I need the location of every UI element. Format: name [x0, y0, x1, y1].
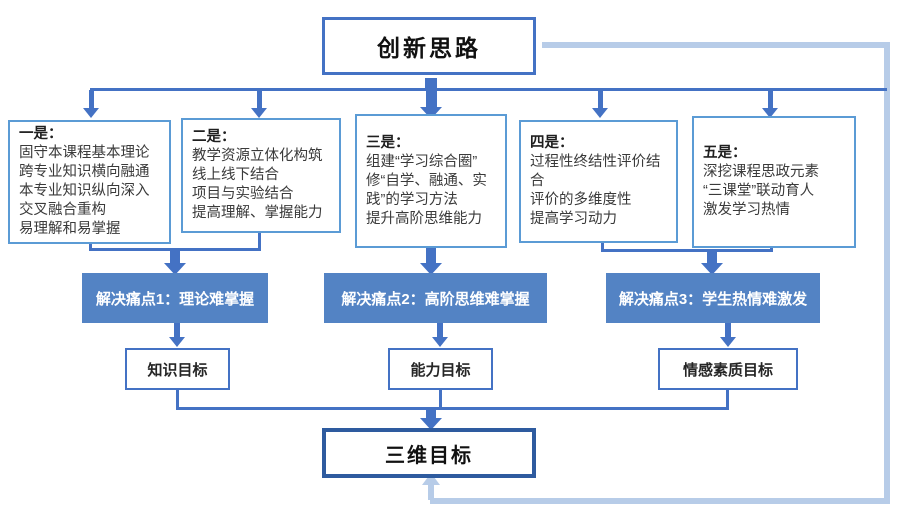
arrow-to-strategy-1 [89, 90, 94, 109]
final-goal-text: 三维目标 [385, 444, 473, 467]
strategy-5-line: 激发学习热情 [703, 202, 790, 218]
strategy-3-line: 修“自学、融通、实 [366, 172, 487, 189]
bracket-3-right-stub [726, 390, 729, 410]
feedback-loop-bottom-segment [430, 498, 890, 504]
strategy-2-line: 提高理解、掌握能力 [192, 205, 323, 221]
bracket-2-line [601, 249, 773, 252]
strategy-3-line: 提升高阶思维能力 [366, 210, 482, 227]
painpoint-3-text: 解决痛点3：学生热情难激发 [618, 290, 808, 308]
strategy-2-label: 二是： [192, 129, 236, 145]
strategy-1-line: 交叉融合重构 [19, 202, 106, 218]
strategy-4-line: 提高学习动力 [530, 211, 617, 227]
feedback-loop-up-stub [428, 485, 434, 500]
strategy-4-label: 四是： [530, 135, 574, 151]
bracket-2-right-stub [770, 248, 773, 252]
arrow-to-goal-2 [437, 323, 443, 338]
arrow-to-painpoint-2-head-icon [420, 263, 442, 275]
distributor-line [90, 88, 887, 91]
title-bottom-stub [425, 78, 437, 90]
arrow-to-goal-2-head-icon [432, 337, 448, 347]
painpoint-bar-3: 解决痛点3：学生热情难激发 [606, 273, 820, 323]
arrow-to-strategy-4-head-icon [592, 108, 608, 118]
arrow-to-final-head-icon [420, 418, 442, 430]
arrow-to-painpoint-2 [426, 248, 436, 265]
strategy-1-line: 易理解和易掌握 [19, 221, 121, 237]
strategy-4-line: 过程性终结性评价结合 [530, 154, 661, 189]
arrow-to-strategy-2 [257, 90, 262, 109]
strategy-box-1: 一是： 固守本课程基本理论 跨专业知识横向融通 本专业知识纵向深入 交叉融合重构… [8, 120, 171, 244]
arrow-to-strategy-3 [426, 88, 437, 108]
strategy-1-line: 跨专业知识横向融通 [19, 164, 150, 180]
painpoint-1-text: 解决痛点1：理论难掌握 [95, 290, 255, 308]
painpoint-bar-2: 解决痛点2：高阶思维难掌握 [324, 273, 547, 323]
bracket-3-mid-stub [439, 390, 442, 410]
arrow-to-strategy-5 [768, 90, 773, 109]
bracket-1-left-stub [89, 244, 92, 250]
bracket-1-line [89, 248, 261, 251]
arrow-to-final [426, 408, 436, 420]
bracket-3-left-stub [176, 390, 179, 410]
bracket-3-line [176, 407, 729, 410]
strategy-5-label: 五是： [703, 145, 747, 161]
painpoint-2-text: 解决痛点2：高阶思维难掌握 [341, 290, 530, 308]
strategy-1-label: 一是： [19, 126, 63, 142]
arrow-to-painpoint-3 [707, 251, 717, 265]
painpoint-bar-1: 解决痛点1：理论难掌握 [82, 273, 268, 323]
strategy-5-line: “三课堂”联动育人 [703, 183, 815, 199]
arrow-to-painpoint-3-head-icon [701, 263, 723, 275]
arrow-to-goal-3 [725, 323, 731, 338]
bracket-1-right-stub [258, 233, 261, 250]
strategy-4-line: 评价的多维度性 [530, 192, 632, 208]
arrow-to-strategy-2-head-icon [251, 108, 267, 118]
goal-box-emotion: 情感素质目标 [658, 348, 798, 390]
title-box: 创新思路 [322, 17, 536, 75]
title-text: 创新思路 [377, 35, 481, 61]
strategy-2-line: 项目与实验结合 [192, 186, 294, 202]
strategy-3-label: 三是： [366, 134, 410, 151]
arrow-to-strategy-4 [598, 90, 603, 109]
goal-box-ability: 能力目标 [388, 348, 493, 390]
arrow-to-goal-1-head-icon [169, 337, 185, 347]
strategy-box-2: 二是： 教学资源立体化构筑 线上线下结合 项目与实验结合 提高理解、掌握能力 [181, 118, 341, 233]
strategy-2-line: 教学资源立体化构筑 [192, 148, 323, 164]
strategy-box-5: 五是： 深挖课程思政元素 “三课堂”联动育人 激发学习热情 [692, 116, 856, 248]
final-goal-box: 三维目标 [322, 428, 536, 478]
goal-box-knowledge: 知识目标 [125, 348, 230, 390]
strategy-box-4: 四是： 过程性终结性评价结合 评价的多维度性 提高学习动力 [519, 120, 678, 243]
arrow-to-goal-3-head-icon [720, 337, 736, 347]
feedback-loop-top-segment [542, 42, 890, 48]
arrow-to-strategy-5-head-icon [762, 108, 778, 118]
strategy-box-3: 三是： 组建“学习综合圈” 修“自学、融通、实 践”的学习方法 提升高阶思维能力 [355, 114, 507, 248]
strategy-1-line: 固守本课程基本理论 [19, 145, 150, 161]
feedback-loop-right-segment [884, 42, 890, 504]
goal-3-text: 情感素质目标 [682, 361, 773, 379]
arrow-to-strategy-1-head-icon [83, 108, 99, 118]
goal-2-text: 能力目标 [410, 361, 471, 379]
strategy-1-line: 本专业知识纵向深入 [19, 183, 150, 199]
strategy-3-line: 践”的学习方法 [366, 191, 458, 208]
strategy-5-line: 深挖课程思政元素 [703, 164, 819, 180]
arrow-to-goal-1 [174, 323, 180, 338]
bracket-2-left-stub [601, 243, 604, 252]
strategy-3-line: 组建“学习综合圈” [366, 153, 478, 170]
strategy-2-line: 线上线下结合 [192, 167, 279, 183]
goal-1-text: 知识目标 [147, 361, 208, 379]
arrow-to-painpoint-1-head-icon [164, 263, 186, 275]
arrow-to-painpoint-1 [170, 250, 180, 265]
